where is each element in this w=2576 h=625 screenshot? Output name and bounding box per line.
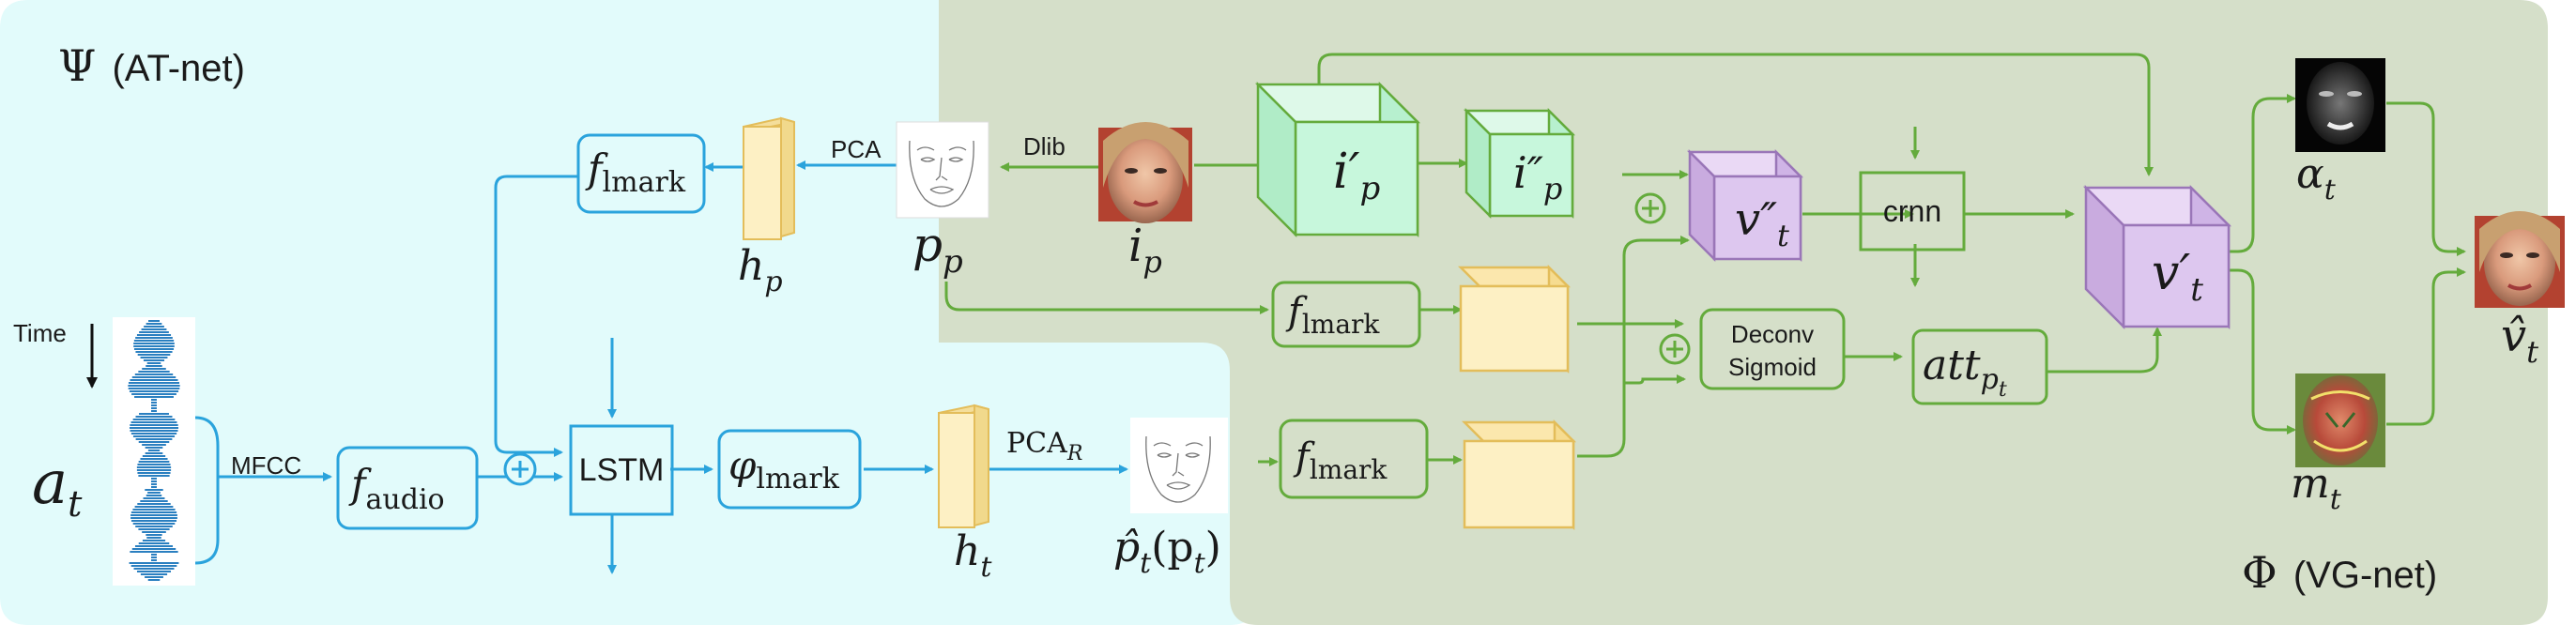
v-t-prime-label: v′t (2152, 245, 2203, 309)
h-t-feature-map (938, 404, 989, 528)
a-t-label: at (32, 449, 83, 525)
v-hat-output-image (2475, 211, 2565, 308)
alpha-t-attention-image (2295, 58, 2385, 152)
f-lmark-block-audio: flmark (576, 133, 706, 214)
m-t-motion-image (2295, 373, 2385, 467)
i-p-dprime-label: i″p (1513, 147, 1562, 206)
svg-text:Sigmoid: Sigmoid (1728, 353, 1817, 381)
sum-node-vg-lower (1659, 333, 1691, 365)
h-p-label: hp (738, 242, 783, 298)
svg-text:faudio: faudio (348, 461, 445, 516)
deconv-sigmoid-block: Deconv Sigmoid (1699, 308, 1846, 390)
i-p-face-image (1098, 122, 1192, 223)
mfcc-label: MFCC (231, 451, 301, 480)
att-block: attpt (1911, 328, 2048, 405)
v-t-prime-cube (2082, 184, 2232, 330)
lstm-block: LSTM (569, 424, 674, 516)
i-p-label: ip (1128, 220, 1162, 280)
f-lmark-block-landmark: flmark (1271, 281, 1421, 348)
sum-node-audio (503, 452, 537, 486)
alpha-t-label: αt (2296, 150, 2337, 206)
svg-text:attpt: attpt (1923, 342, 2007, 402)
phi-lmark-block: φlmark (717, 429, 862, 510)
svg-text:φlmark: φlmark (728, 442, 840, 495)
p-p-label: pp (912, 218, 963, 281)
vg-net-title: Φ (VG-net) (2242, 547, 2437, 598)
v-t-dprime-label: v″t (1735, 193, 1789, 253)
svg-text:Time: Time (13, 319, 67, 347)
p-hat-landmark-image (1130, 418, 1228, 513)
audio-waveform-image (113, 317, 195, 586)
v-t-dprime-cube (1686, 148, 1804, 263)
time-label: Time (13, 319, 98, 389)
p-p-landmark-image (896, 121, 989, 219)
h-t-label: ht (954, 527, 992, 584)
f-audio-block: faudio (336, 446, 479, 530)
svg-text:flmark: flmark (1285, 290, 1380, 340)
svg-text:Deconv: Deconv (1731, 320, 1814, 348)
svg-text:LSTM: LSTM (579, 452, 665, 488)
dlib-label: Dlib (1023, 132, 1066, 160)
svg-text:flmark: flmark (585, 145, 686, 199)
sum-node-vg-upper (1634, 192, 1666, 224)
pca-r-label: PCAR (1006, 427, 1082, 465)
at-net-title: Ψ (AT-net) (58, 40, 245, 91)
h-p-feature-map (743, 116, 795, 240)
i-p-dprime-cube (1463, 107, 1576, 220)
pca-label: PCA (831, 135, 882, 163)
i-p-prime-cube (1254, 81, 1421, 238)
p-hat-label: p̂t(pt) (1113, 524, 1221, 580)
svg-text:crnn: crnn (1883, 194, 1941, 228)
landmark-feature-cube (1457, 264, 1572, 374)
i-p-prime-label: i′p (1333, 144, 1380, 207)
crnn-block: crnn (1859, 171, 1966, 252)
predicted-feature-cube (1461, 419, 1577, 531)
v-hat-label: v̂t (2501, 310, 2538, 370)
m-t-label: mt (2291, 460, 2342, 516)
